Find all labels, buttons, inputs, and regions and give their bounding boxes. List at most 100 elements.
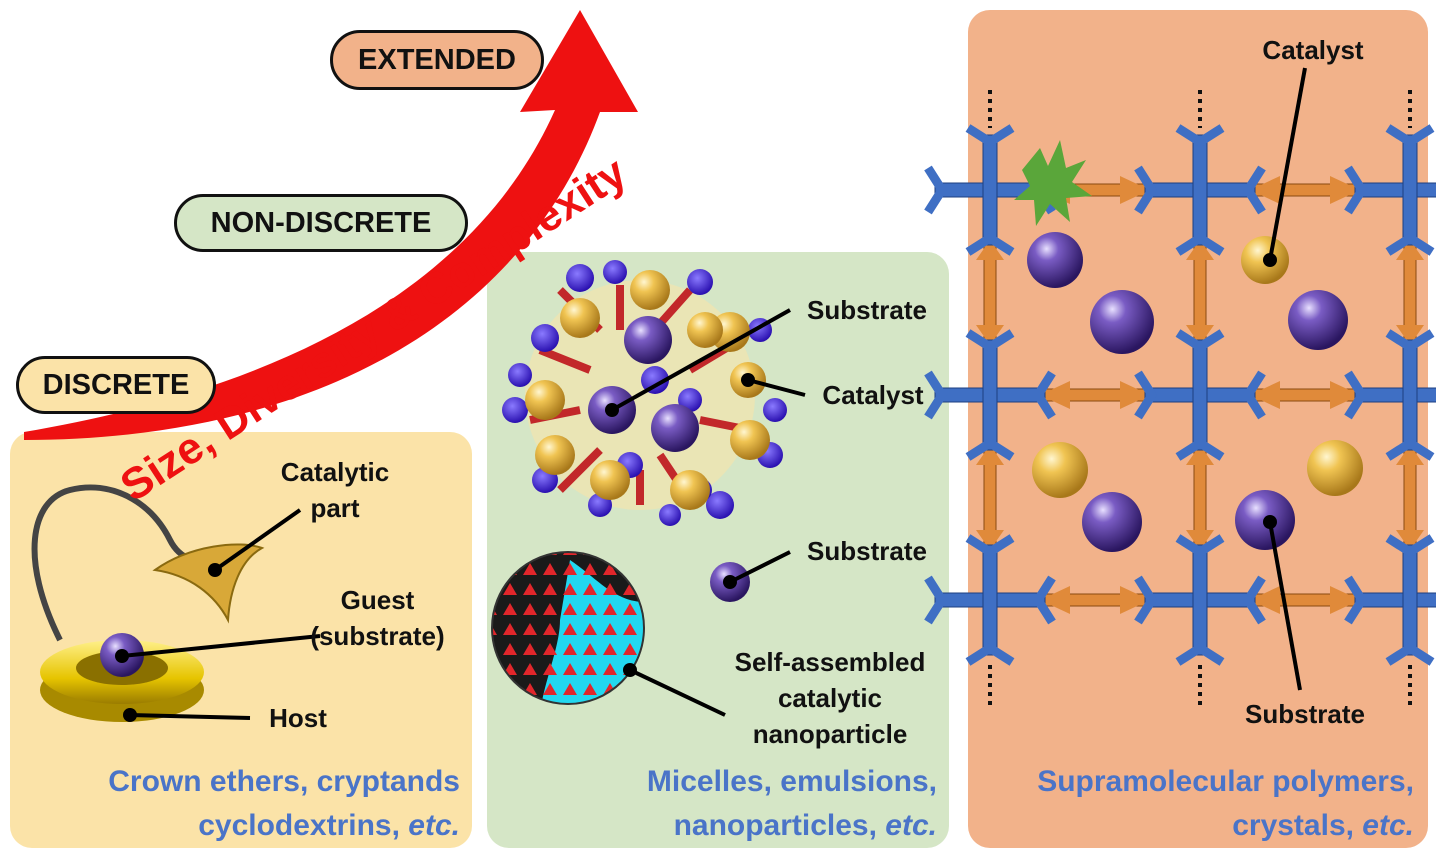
stage-extended: EXTENDED	[330, 30, 544, 90]
framework-node-chevron	[1243, 575, 1266, 625]
caption-discrete-line1: Crown ethers, cryptands	[108, 765, 460, 798]
linker-arrowhead	[976, 445, 1004, 465]
linker-arrowhead	[1330, 381, 1360, 409]
framework-illustration	[924, 90, 1436, 705]
framework-node-bar	[1402, 339, 1418, 451]
framework-node-chevron	[1175, 438, 1225, 461]
caption-discrete: Crown ethers, cryptands cyclodextrins, e…	[20, 760, 460, 848]
linker-arrowhead	[1396, 240, 1424, 260]
framework-node-chevron	[1175, 233, 1225, 256]
framework-node-chevron	[1033, 370, 1056, 420]
label-substrate-free: Substrate	[807, 536, 927, 566]
linker-arrowhead	[1330, 586, 1360, 614]
label-substrate-framework: Substrate	[1245, 699, 1365, 729]
framework-node-chevron	[924, 165, 947, 215]
linker-arrowhead	[1396, 445, 1424, 465]
caption-extended-line2: crystals, etc.	[978, 804, 1414, 848]
linker-arrowhead	[1330, 176, 1360, 204]
caption-discrete-line2-main: cyclodextrins,	[198, 809, 409, 842]
framework-node-bar	[982, 339, 998, 451]
discrete-panel	[10, 432, 472, 848]
framework-node-chevron	[1134, 370, 1157, 420]
growth-arrow	[24, 10, 638, 440]
framework-node-chevron	[1344, 370, 1367, 420]
linker-arrowhead	[976, 240, 1004, 260]
host-guest-illustration	[31, 484, 321, 722]
label-catalyst-micelle: Catalyst	[822, 380, 924, 410]
caption-extended-line2-main: crystals,	[1232, 809, 1363, 842]
linker-arrowhead	[1186, 445, 1214, 465]
framework-node-chevron	[1385, 534, 1435, 557]
linker-arrowhead	[1120, 381, 1150, 409]
framework-node-chevron	[924, 370, 947, 420]
framework-node-chevron	[1385, 643, 1435, 666]
framework-spheres	[1014, 140, 1363, 552]
caption-non-discrete-etc: etc.	[885, 809, 937, 842]
framework-node-bar	[982, 544, 998, 656]
framework-node-chevron	[1134, 165, 1157, 215]
caption-discrete-line2: cyclodextrins, etc.	[20, 804, 460, 848]
label-host: Host	[269, 703, 327, 733]
framework-node-chevron	[1243, 165, 1266, 215]
framework-node-chevron	[965, 329, 1015, 352]
framework-node-chevron	[965, 534, 1015, 557]
linker-arrowhead	[1186, 325, 1214, 345]
framework-node-chevron	[965, 124, 1015, 147]
stage-discrete: DISCRETE	[16, 356, 216, 414]
framework-node-chevron	[965, 233, 1015, 256]
framework-node-chevron	[1385, 233, 1435, 256]
framework-node-chevron	[1175, 329, 1225, 352]
framework-node-chevron	[1344, 575, 1367, 625]
framework-node-chevron	[1134, 575, 1157, 625]
framework-node-bar	[1354, 182, 1436, 198]
framework-node-bar	[1192, 339, 1208, 451]
framework-node-chevron	[1385, 329, 1435, 352]
framework-node-bar	[1402, 134, 1418, 246]
caption-non-discrete-line2-main: nanoparticles,	[673, 809, 886, 842]
stage-non-discrete: NON-DISCRETE	[174, 194, 468, 252]
linker-arrowhead	[1120, 586, 1150, 614]
linker-arrowhead	[1120, 176, 1150, 204]
linker-arrowhead	[976, 325, 1004, 345]
label-substrate-micelle: Substrate	[807, 295, 927, 325]
framework-node-bar	[1192, 544, 1208, 656]
framework-node-chevron	[1344, 165, 1367, 215]
caption-extended-etc: etc.	[1362, 809, 1414, 842]
framework-node-bar	[1402, 544, 1418, 656]
linker-arrowhead	[976, 530, 1004, 550]
framework-node-chevron	[1175, 124, 1225, 147]
label-catalyst-framework: Catalyst	[1262, 35, 1364, 65]
label-catalytic-part: Catalytic part	[280, 457, 390, 523]
label-nanoparticle: Self-assembled catalytic nanoparticle	[734, 647, 926, 749]
linker-arrowhead	[1040, 381, 1070, 409]
linker-arrowhead	[1396, 530, 1424, 550]
caption-extended: Supramolecular polymers, crystals, etc.	[978, 760, 1414, 848]
framework-node-bar	[982, 134, 998, 246]
linker-arrowhead	[1040, 586, 1070, 614]
linker-arrowhead	[1250, 176, 1280, 204]
framework-node-chevron	[1385, 438, 1435, 461]
linker-arrowhead	[1396, 325, 1424, 345]
framework-node-chevron	[1385, 124, 1435, 147]
caption-non-discrete-line2: nanoparticles, etc.	[497, 804, 937, 848]
caption-extended-line1: Supramolecular polymers,	[1037, 765, 1414, 798]
framework-node-bar	[1192, 134, 1208, 246]
framework-node-bar	[1354, 387, 1436, 403]
linker-arrowhead	[1186, 240, 1214, 260]
linker-arrowhead	[1186, 530, 1214, 550]
framework-node-chevron	[965, 643, 1015, 666]
framework-node-chevron	[1175, 534, 1225, 557]
framework-node-chevron	[1175, 643, 1225, 666]
framework-node-chevron	[1033, 575, 1056, 625]
framework-node-chevron	[1243, 370, 1266, 420]
linker-arrowhead	[1250, 586, 1280, 614]
caption-discrete-etc: etc.	[408, 809, 460, 842]
micelle-illustration	[502, 260, 806, 526]
linker-arrowhead	[1250, 381, 1280, 409]
framework-node-chevron	[924, 575, 947, 625]
framework-node-bar	[1354, 592, 1436, 608]
label-guest: Guest (substrate)	[310, 585, 445, 651]
framework-node-chevron	[965, 438, 1015, 461]
caption-non-discrete-line1: Micelles, emulsions,	[646, 765, 937, 798]
